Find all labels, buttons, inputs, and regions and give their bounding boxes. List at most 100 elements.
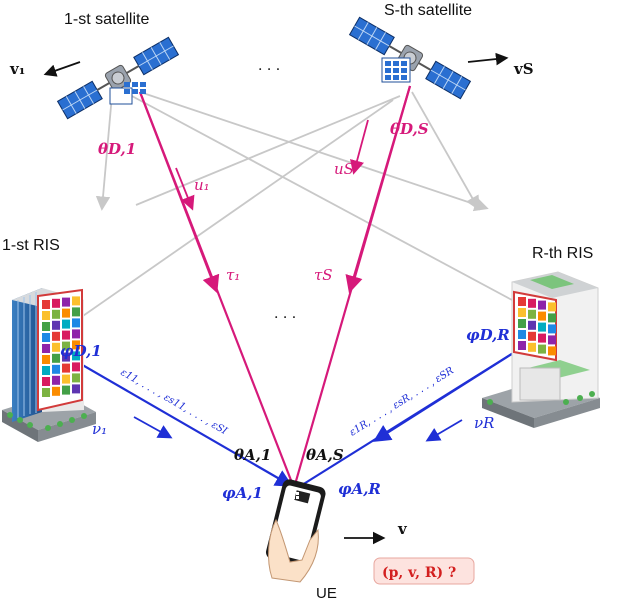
ris-cell	[52, 309, 60, 319]
ris-cell	[42, 344, 50, 353]
ris-cell	[62, 319, 70, 329]
satellite-S-ris-panel	[381, 57, 411, 83]
ris-cell	[52, 342, 60, 352]
ris-cell	[72, 384, 80, 394]
gray-link-satS-risR	[411, 91, 480, 211]
ris-cell	[72, 329, 80, 339]
middle-ellipsis: · · ·	[274, 310, 296, 326]
link-satS-ue-arrow	[345, 85, 412, 294]
ris-cell	[72, 296, 80, 306]
ris-cell	[538, 344, 546, 354]
phi-d1-label: φD,1	[60, 342, 102, 360]
uS-arrow	[350, 119, 369, 175]
tau1-label: τ₁	[226, 266, 240, 284]
arrow-icon	[467, 52, 509, 66]
hand-icon	[268, 518, 319, 583]
gray-link-satS-ris1	[79, 99, 394, 319]
theta-aS-label: θA,S	[306, 446, 344, 464]
ris-cell	[528, 320, 536, 330]
ris-cell	[538, 300, 546, 310]
ris-cell	[72, 373, 80, 383]
satellite-1-panel-grid	[124, 82, 146, 94]
ris-cell	[538, 322, 546, 332]
ue-smartphone	[265, 479, 326, 583]
nu1-arrow	[133, 416, 173, 439]
phi-dR-label: φD,R	[466, 326, 510, 344]
ris-cell	[62, 341, 70, 351]
theta-dS-label: θD,S	[390, 120, 429, 138]
risR-label: R-th RIS	[532, 245, 593, 262]
ris-cell	[548, 324, 556, 334]
gray-link-sat1-risR-long	[129, 94, 513, 301]
tauS-label: τS	[314, 266, 333, 284]
ris-cell	[52, 298, 60, 308]
ris-cell	[52, 331, 60, 341]
ris-cell	[528, 309, 536, 319]
ris-cell	[52, 386, 60, 396]
nu1-label: ν₁	[92, 420, 107, 438]
gray-link-satS-ris1b	[135, 95, 401, 206]
phi-a1-label: φA,1	[222, 484, 263, 502]
sat-ellipsis: · · ·	[258, 62, 280, 78]
ris-cell	[52, 320, 60, 330]
ris-cell	[62, 385, 70, 395]
ue-antenna	[288, 492, 299, 499]
uS-label: uS	[334, 160, 354, 178]
satellite-ue-links	[138, 85, 412, 489]
ris-cell	[42, 322, 50, 331]
ris-cell	[548, 313, 556, 323]
ue-velocity-label: v	[397, 520, 408, 538]
ris-cell	[538, 333, 546, 343]
ris-cell	[42, 377, 50, 386]
link-risR-ue-arrow	[373, 349, 519, 442]
ris-cell	[528, 298, 536, 308]
ris-panel-icon	[513, 290, 557, 362]
ris-cell	[42, 333, 50, 342]
unknown-box	[373, 557, 475, 585]
nuR-label: νR	[474, 414, 494, 432]
ris1-label: 1-st RIS	[2, 237, 60, 254]
ris-panel-icon	[37, 288, 83, 412]
ris-cell	[548, 302, 556, 312]
ris-cell	[528, 342, 536, 352]
phi-aR-label: φA,R	[338, 480, 381, 498]
ris-cell	[72, 362, 80, 372]
satellite-icon	[56, 36, 180, 120]
ris-cell	[62, 330, 70, 340]
ris-cell	[72, 307, 80, 317]
satS-label: S-th satellite	[384, 2, 472, 19]
ris-1-building	[2, 288, 96, 442]
epsR-label: ε1R, . . . , εsR, . . . , εSR	[348, 365, 457, 438]
v1-label: v₁	[9, 60, 25, 78]
ris-cell	[42, 366, 50, 375]
ris-cell	[42, 388, 50, 397]
ris-cell	[42, 355, 50, 364]
ris-cell	[518, 319, 526, 328]
ris-cell	[62, 308, 70, 318]
ris-cell	[42, 300, 50, 309]
ris-cell	[62, 363, 70, 373]
satellite-1	[56, 36, 180, 120]
ris-cell	[528, 331, 536, 341]
ris-cell	[42, 311, 50, 320]
gray-links	[79, 91, 513, 319]
unknown-box-label: (p, v, R) ?	[382, 565, 456, 581]
link-ris1-ue	[59, 351, 294, 487]
ris-cell	[518, 297, 526, 306]
ris-cell	[52, 364, 60, 374]
ris-cell	[52, 375, 60, 385]
gray-link-sat1-risR	[139, 91, 489, 212]
ris-cell	[62, 374, 70, 384]
ris-cell	[538, 311, 546, 321]
u1-label: u₁	[194, 176, 210, 194]
ris-cell	[548, 335, 556, 345]
vS-label: vS	[513, 60, 534, 78]
gray-link-sat1-ris1	[95, 94, 113, 211]
ris-cell	[62, 352, 70, 362]
sat1-label: 1-st satellite	[64, 11, 149, 28]
ris-R-building	[482, 271, 600, 428]
ris-ue-links	[59, 349, 519, 487]
ris-cell	[52, 353, 60, 363]
ris-cell	[518, 341, 526, 350]
